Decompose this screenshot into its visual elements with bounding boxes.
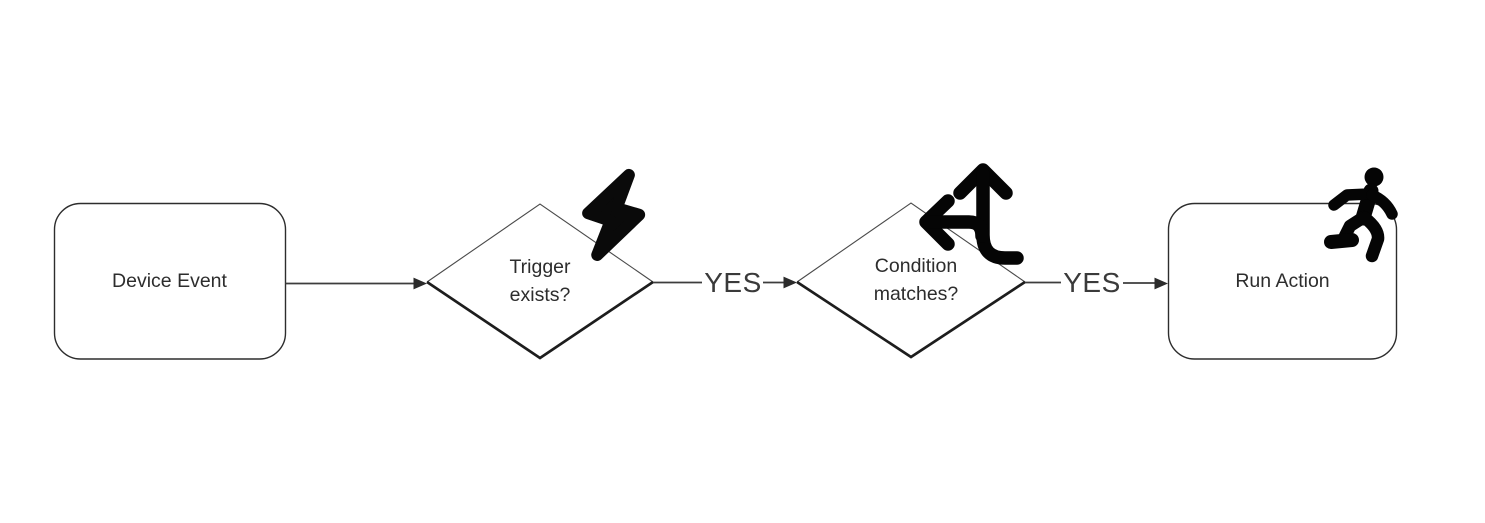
arrowhead-icon <box>1154 277 1168 290</box>
node-trigger-exists-shape <box>426 203 654 360</box>
edge-condition-to-run <box>1025 277 1168 290</box>
node-label-trigger-exists: Trigger exists? <box>480 204 600 358</box>
edge-label-text: YES <box>704 267 762 298</box>
node-label-line: Trigger <box>509 256 571 278</box>
lightning-bolt-icon <box>582 168 646 261</box>
node-label-text: Run Action <box>1235 270 1330 292</box>
route-split-icon <box>919 163 1024 265</box>
node-label-device-event: Device Event <box>54 203 285 359</box>
node-label-line: exists? <box>509 284 571 306</box>
node-condition-matches-shape <box>796 202 1026 359</box>
arrowhead-icon <box>413 277 427 290</box>
node-label-text: Device Event <box>112 270 227 292</box>
edge-device-to-trigger <box>285 277 427 290</box>
node-label-line: matches? <box>873 283 959 305</box>
edge-trigger-to-condition <box>653 276 797 289</box>
edge-label-text: YES <box>1063 267 1121 298</box>
arrowhead-icon <box>783 276 797 289</box>
runner-icon <box>1324 167 1398 263</box>
node-device-event-shape <box>53 202 287 360</box>
edge-label-yes-1: YES <box>701 266 765 300</box>
node-label-run-action: Run Action <box>1168 203 1397 359</box>
edge-label-yes-2: YES <box>1060 266 1124 300</box>
node-label-condition-matches: Condition matches? <box>851 203 981 357</box>
node-label-line: Condition <box>874 255 958 277</box>
